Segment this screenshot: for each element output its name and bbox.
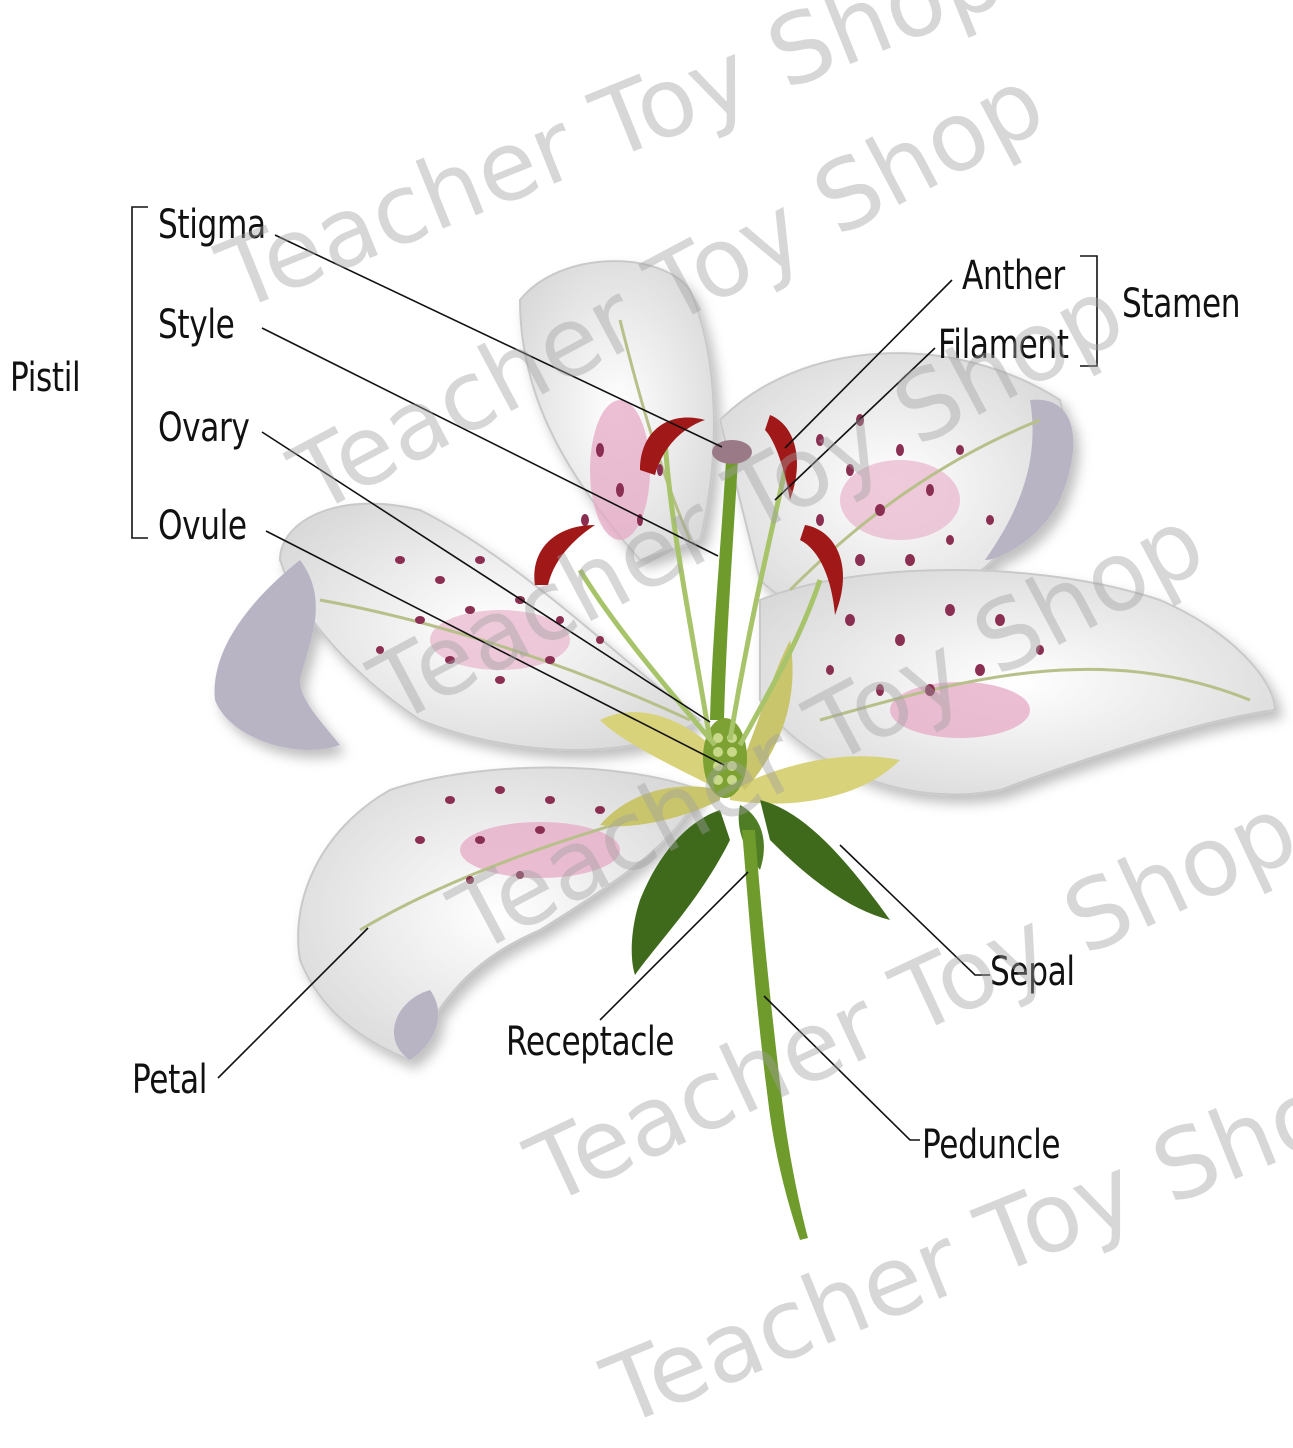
filament-label: Filament xyxy=(938,325,1069,365)
stigma-label: Stigma xyxy=(158,205,266,245)
style xyxy=(710,460,738,720)
sepal-label: Sepal xyxy=(990,952,1075,992)
peduncle-label: Peduncle xyxy=(922,1125,1060,1165)
receptacle-label: Receptacle xyxy=(506,1022,674,1062)
ovule-label: Ovule xyxy=(158,506,247,546)
pistil-label: Pistil xyxy=(10,358,80,398)
stamen-bracket xyxy=(1080,256,1097,366)
stamen-label: Stamen xyxy=(1122,284,1240,324)
stem xyxy=(742,830,808,1240)
sepal-right xyxy=(760,800,890,920)
ovary-label: Ovary xyxy=(158,408,249,448)
anther-label: Anther xyxy=(962,256,1065,296)
pistil-bracket xyxy=(132,207,148,538)
petal-label: Petal xyxy=(132,1060,207,1100)
style-label: Style xyxy=(158,305,234,345)
stigma xyxy=(712,440,752,464)
peduncle-line xyxy=(764,996,920,1140)
